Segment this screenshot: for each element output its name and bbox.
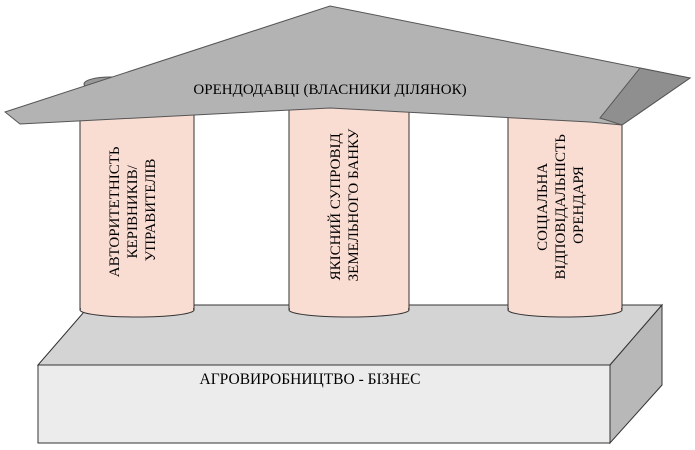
roof-right-edge bbox=[599, 67, 692, 126]
pillar-1-body bbox=[79, 97, 195, 311]
pillar-1-line-1: АВТОРИТЕТНІСТЬ bbox=[107, 146, 123, 277]
pillar-3-line-2: ВІДПОВІДАЛЬНІСТЬ bbox=[553, 134, 569, 280]
base-label: АГРОВИРОБНИЦТВО - БІЗНЕС bbox=[200, 371, 421, 388]
roof-label: ОРЕНДОДАВЦІ (ВЛАСНИКИ ДІЛЯНОК) bbox=[193, 82, 466, 98]
pillar-1: АВТОРИТЕТНІСТЬ КЕРІВНИКІВ/ УПРАВИТЕЛІВ bbox=[79, 97, 195, 318]
roof: ОРЕНДОДАВЦІ (ВЛАСНИКИ ДІЛЯНОК) bbox=[3, 5, 692, 126]
pillar-2-line-2: ЗЕМЕЛЬНОГО БАНКУ bbox=[346, 128, 362, 281]
pillar-2-body bbox=[288, 97, 410, 311]
pillar-3: СОЦІАЛЬНА ВІДПОВІДАЛЬНІСТЬ ОРЕНДАРЯ bbox=[507, 97, 623, 318]
base-slab: АГРОВИРОБНИЦТВО - БІЗНЕС bbox=[36, 303, 664, 445]
pillar-1-line-2: КЕРІВНИКІВ/ bbox=[125, 164, 141, 258]
pillar-3-body bbox=[507, 97, 623, 311]
pillar-2: ЯКІСНИЙ СУПРОВІД ЗЕМЕЛЬНОГО БАНКУ bbox=[288, 97, 410, 318]
roof-face bbox=[3, 5, 692, 126]
pillar-3-label: СОЦІАЛЬНА ВІДПОВІДАЛЬНІСТЬ ОРЕНДАРЯ bbox=[535, 130, 587, 279]
pillar-2-line-1: ЯКІСНИЙ СУПРОВІД bbox=[327, 133, 344, 280]
base-front-face bbox=[37, 364, 611, 444]
pillar-2-label: ЯКІСНИЙ СУПРОВІД ЗЕМЕЛЬНОГО БАНКУ bbox=[327, 128, 362, 281]
pillar-1-line-3: УПРАВИТЕЛІВ bbox=[143, 159, 159, 262]
pillar-3-line-1: СОЦІАЛЬНА bbox=[535, 163, 551, 251]
pillar-1-label: АВТОРИТЕТНІСТЬ КЕРІВНИКІВ/ УПРАВИТЕЛІВ bbox=[107, 143, 159, 277]
pillar-3-line-3: ОРЕНДАРЯ bbox=[571, 166, 587, 244]
